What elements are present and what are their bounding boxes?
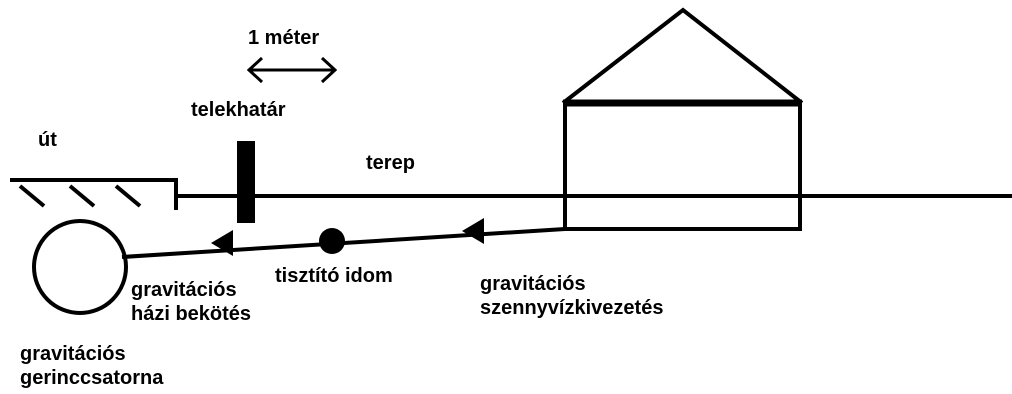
terrain-label: terep (366, 152, 415, 174)
road-surface (10, 178, 178, 210)
cleanout-label: tisztító idom (275, 265, 393, 287)
main-sewer-label: gravitációs gerinccsatorna (20, 342, 163, 390)
boundary-label: telekhatár (191, 99, 286, 121)
flow-arrow-icon (462, 218, 484, 244)
house-roof (561, 7, 804, 105)
scale-label: 1 méter (248, 27, 320, 49)
road-label: út (38, 129, 57, 151)
house-connection-label: gravitációs házi bekötés (131, 278, 251, 326)
house (561, 7, 804, 231)
property-boundary-marker (237, 141, 255, 223)
sewage-outlet-label-line-2: szennyvízkivezetés (480, 297, 664, 319)
road-hatch-2 (68, 184, 96, 208)
house-connection-label-line-2: házi bekötés (131, 303, 252, 325)
main-sewer-label-line-1: gravitációs (20, 343, 126, 365)
sewage-outlet-label-line-1: gravitációs (480, 273, 586, 295)
sewage-outlet-label: gravitációs szennyvízkivezetés (480, 272, 663, 320)
scale-arrow-icon (246, 56, 338, 84)
road-hatch-3 (114, 184, 142, 208)
house-connection-label-line-1: gravitációs (131, 279, 237, 301)
main-sewer-label-line-2: gerinccsatorna (20, 367, 164, 389)
main-sewer-pipe (32, 219, 128, 315)
cleanout-fitting (319, 228, 345, 254)
house-wall (563, 101, 802, 231)
road-hatch-1 (18, 184, 46, 208)
flow-arrow-icon (211, 230, 233, 256)
